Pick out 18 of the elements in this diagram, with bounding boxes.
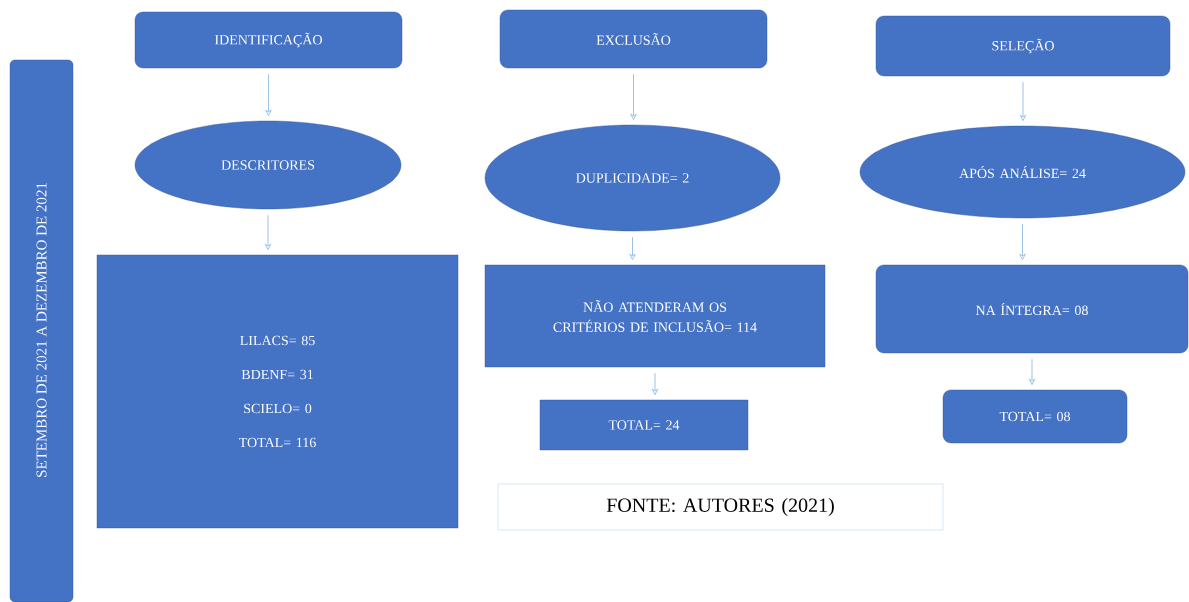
total-box: TOTAL= 08 <box>942 389 1128 444</box>
side-band: SETEMBRO DE 2021 A DEZEMBRO DE 2021 <box>9 59 74 602</box>
arrow <box>630 73 637 121</box>
arrow <box>1019 223 1026 261</box>
stage-box: IDENTIFICAÇÃO <box>134 11 403 69</box>
arrow <box>1019 81 1027 122</box>
arrow <box>265 73 272 117</box>
result-box: LILACS= 85 BDENF= 31 SCIELO= 0 TOTAL= 116 <box>96 254 459 529</box>
arrow <box>651 372 659 396</box>
step-box: NA ÍNTEGRA= 08 <box>875 264 1189 354</box>
total-box: TOTAL= 24 <box>539 399 749 451</box>
arrow <box>629 236 636 261</box>
stage-box: EXCLUSÃO <box>499 9 768 69</box>
arrow <box>1028 358 1036 386</box>
step-box: NÃO ATENDERAM OS CRITÉRIOS DE INCLUSÃO= 114 <box>484 264 826 368</box>
stage-box: SELEÇÃO <box>875 15 1171 77</box>
source-box: FONTE: AUTORES (2021) <box>497 483 944 531</box>
arrow <box>264 214 272 251</box>
